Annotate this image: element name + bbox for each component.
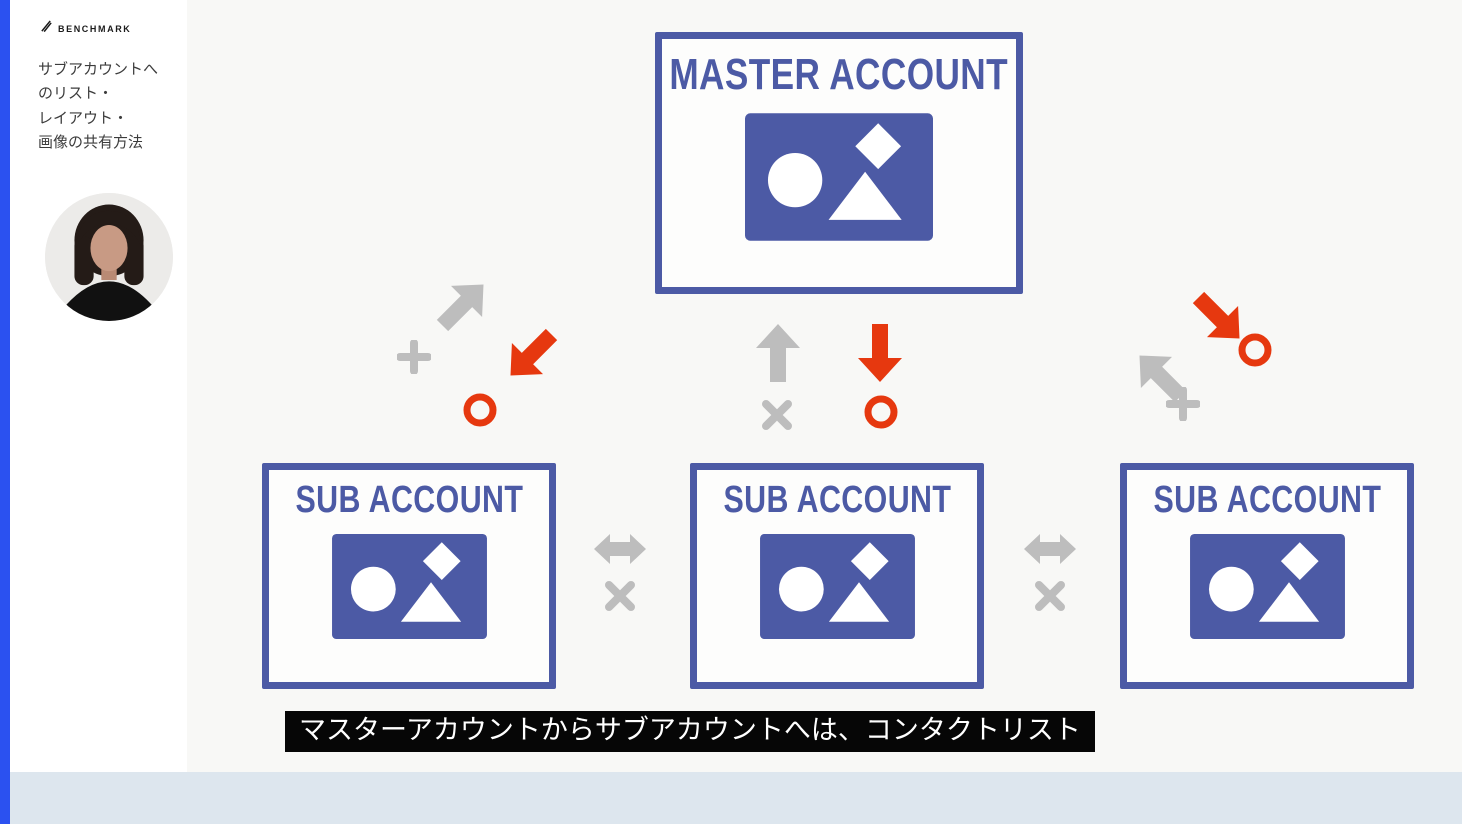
x-marker-icon: [762, 400, 792, 430]
benchmark-logo-text: BENCHMARK: [58, 24, 132, 34]
arrow-down-icon: [858, 324, 902, 382]
subtitle-caption: マスターアカウントからサブアカウントへは、コンタクトリスト: [285, 711, 1095, 752]
presenter-avatar: [45, 193, 173, 321]
image-placeholder-icon: [759, 533, 915, 639]
image-placeholder-icon: [745, 113, 933, 242]
sub-account-box-right: SUB ACCOUNT: [1120, 463, 1414, 689]
presenter-portrait-icon: [45, 193, 173, 321]
arrow-up-icon: [756, 324, 800, 382]
arrow-up-right-icon: [436, 284, 484, 332]
master-account-label: MASTER ACCOUNT: [669, 50, 1009, 99]
arrow-left-right-icon: [594, 534, 646, 564]
sub-account-box-left: SUB ACCOUNT: [262, 463, 556, 689]
sidebar: BENCHMARK サブアカウントへ のリスト・ レイアウト・ 画像の共有方法: [10, 0, 187, 772]
x-marker-icon: [1035, 581, 1065, 611]
benchmark-logo-icon: [40, 20, 53, 38]
plus-icon: [397, 340, 431, 374]
circle-marker-icon: [1238, 333, 1272, 367]
sub-account-label: SUB ACCOUNT: [295, 479, 523, 521]
x-marker-icon: [605, 581, 635, 611]
image-placeholder-icon: [331, 533, 487, 639]
left-accent-strip: [0, 0, 10, 824]
benchmark-logo: BENCHMARK: [40, 20, 131, 38]
image-placeholder-icon: [1189, 533, 1345, 639]
circle-marker-icon: [864, 395, 898, 429]
circle-marker-icon: [463, 393, 497, 427]
sub-account-box-center: SUB ACCOUNT: [690, 463, 984, 689]
video-area[interactable]: MASTER ACCOUNT SUB ACCOUNT SUB ACCOUNT: [187, 0, 1462, 772]
sub-account-label: SUB ACCOUNT: [1153, 479, 1381, 521]
arrow-up-left-icon: [1139, 355, 1187, 403]
arrow-down-right-icon: [1192, 291, 1240, 339]
arrow-left-right-icon: [1024, 534, 1076, 564]
sub-account-label: SUB ACCOUNT: [723, 479, 951, 521]
video-title: サブアカウントへ のリスト・ レイアウト・ 画像の共有方法: [38, 61, 159, 151]
plus-icon: [1166, 387, 1200, 421]
master-account-box: MASTER ACCOUNT: [655, 32, 1023, 294]
arrow-down-left-icon: [510, 328, 558, 376]
